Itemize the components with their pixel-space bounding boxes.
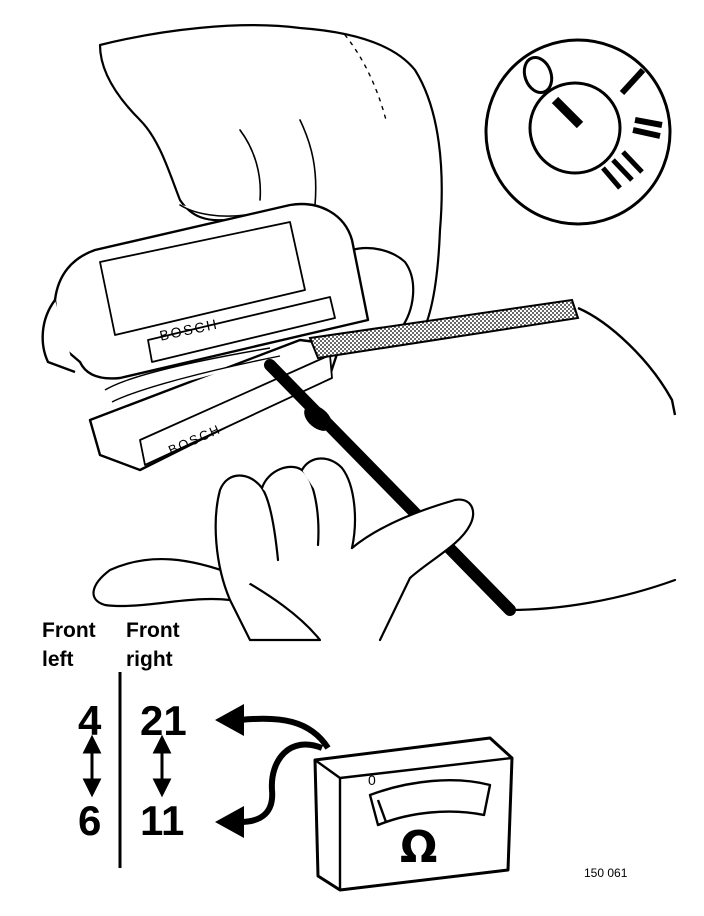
column-heading-front-right: Front right [126,616,180,674]
column-heading-line2: right [126,648,173,671]
pin-link-arrow-left [82,734,102,798]
column-heading-front-left: Front left [42,616,96,674]
ohmmeter-zero-mark: 0 [368,772,376,788]
figure-number: 150 061 [584,866,628,880]
ohmmeter-lead-top [215,704,331,750]
pin-front-left-top: 4 [78,697,102,744]
pin-link-arrow-right [152,734,172,798]
column-heading-line1: Front [42,619,96,642]
ohmmeter-lead-bottom [215,741,324,838]
ohmmeter [313,736,514,892]
ecu-upper [41,202,370,380]
probe-cable [308,298,677,416]
test-probe [264,359,677,616]
column-heading-line2: left [42,648,74,671]
ignition-switch-dial [484,38,672,226]
pin-front-left-bottom: 6 [78,797,102,844]
lower-hand [92,457,475,642]
column-heading-line1: Front [126,619,180,642]
pin-front-right-top: 21 [140,697,187,744]
ohm-symbol: Ω [400,822,438,873]
pin-front-right-bottom: 11 [140,797,185,844]
